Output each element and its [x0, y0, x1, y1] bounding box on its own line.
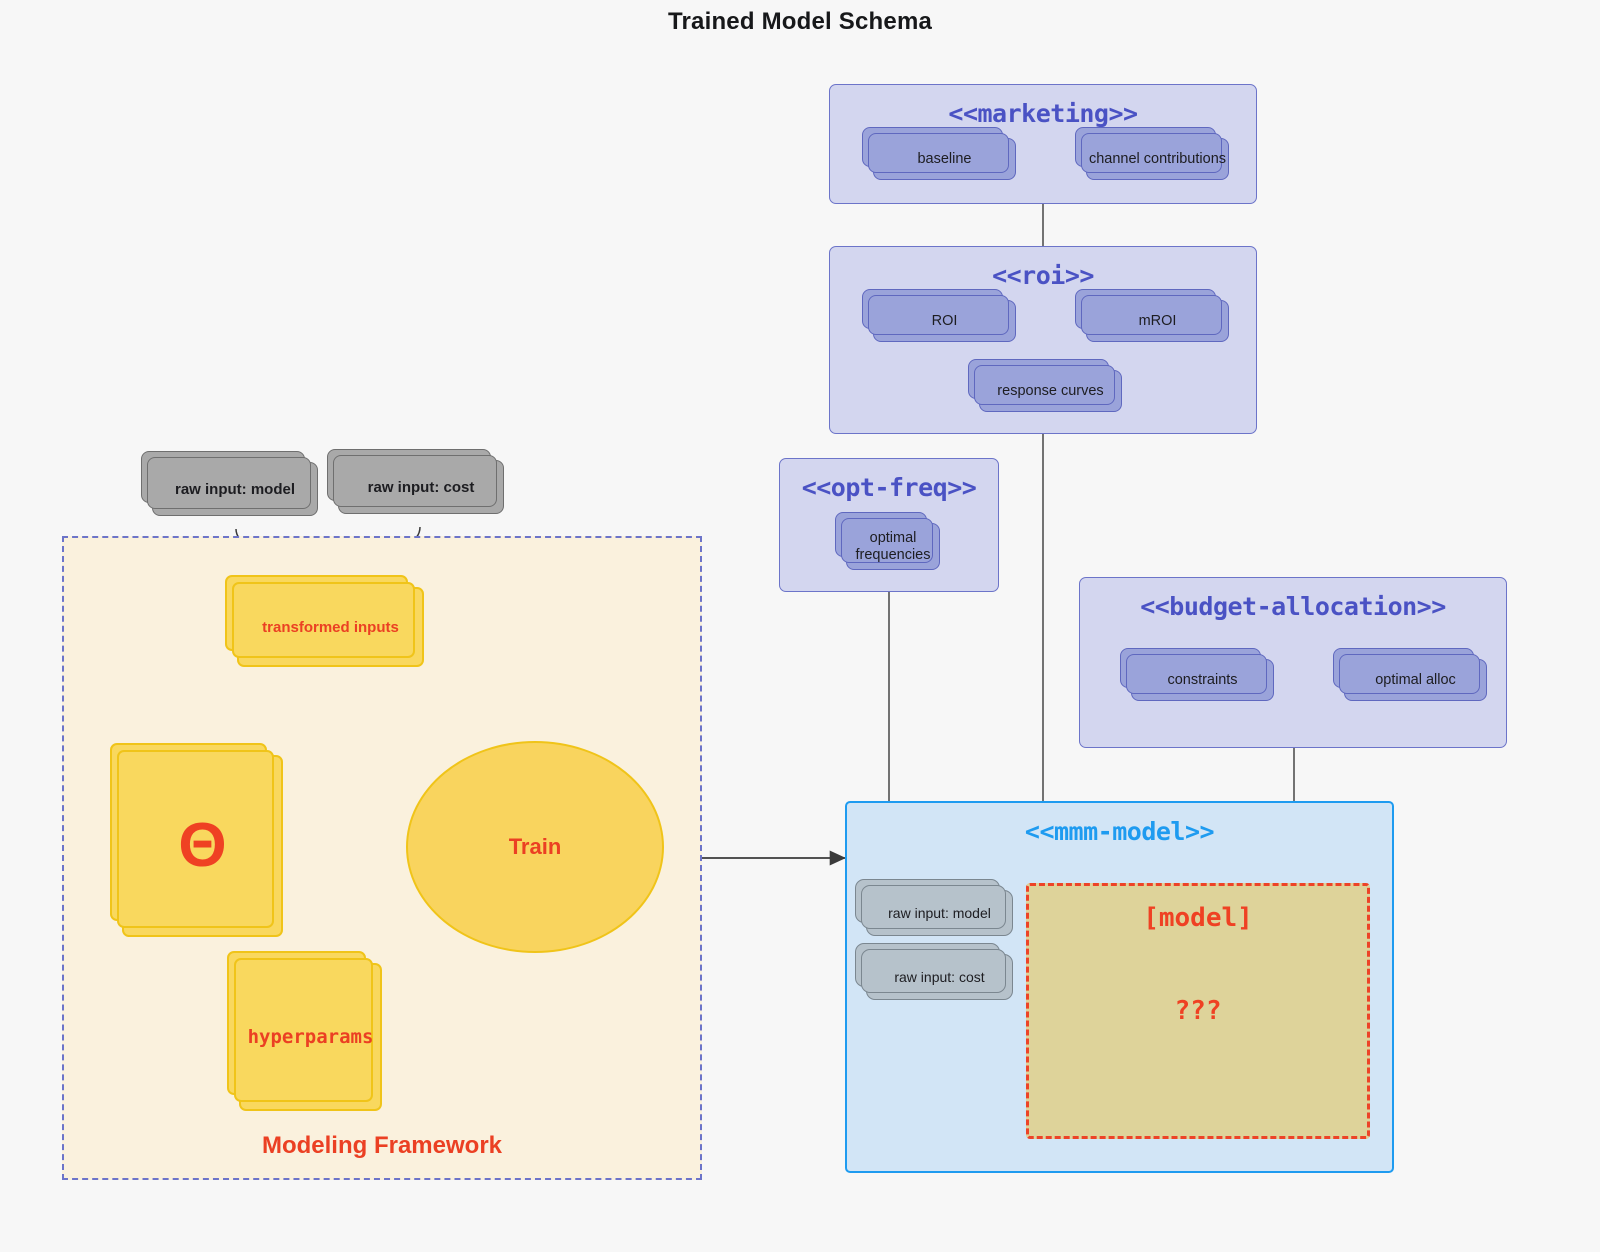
package-mmm-model-title: <<mmm-model>>	[1024, 817, 1215, 846]
node-optimal-alloc[interactable]: optimal alloc	[1333, 648, 1487, 701]
node-hyperparams[interactable]: hyperparams	[227, 951, 382, 1111]
package-marketing-title: <<marketing>>	[948, 99, 1138, 128]
package-opt-freq-title: <<opt-freq>>	[801, 473, 977, 502]
raw-input-cost[interactable]: raw input: cost	[327, 449, 504, 514]
model-placeholder-box[interactable]: [model] ???	[1026, 883, 1370, 1139]
model-placeholder-subtitle: ???	[1174, 996, 1222, 1026]
node-constraints[interactable]: constraints	[1120, 648, 1274, 701]
raw-input-model[interactable]: raw input: model	[141, 451, 318, 516]
node-baseline[interactable]: baseline	[862, 127, 1016, 180]
page-title: Trained Model Schema	[667, 8, 933, 35]
node-train[interactable]: Train	[406, 741, 664, 953]
theta-icon: Θ	[178, 811, 227, 880]
node-response-curves[interactable]: response curves	[968, 359, 1122, 412]
modeling-framework-label: Modeling Framework	[261, 1132, 503, 1159]
model-placeholder-title: [model]	[1143, 903, 1253, 933]
node-channel-contributions[interactable]: channel contributions	[1075, 127, 1229, 180]
node-optimal-frequencies[interactable]: optimal frequencies	[835, 512, 940, 570]
node-transformed-inputs[interactable]: transformed inputs	[225, 575, 424, 667]
node-roi[interactable]: ROI	[862, 289, 1016, 342]
mmm-raw-input-model[interactable]: raw input: model	[855, 879, 1013, 936]
package-roi-title: <<roi>>	[992, 261, 1094, 290]
node-mroi[interactable]: mROI	[1075, 289, 1229, 342]
package-budget-allocation-title: <<budget-allocation>>	[1140, 592, 1446, 621]
mmm-raw-input-cost[interactable]: raw input: cost	[855, 943, 1013, 1000]
node-theta[interactable]: Θ	[110, 743, 283, 937]
